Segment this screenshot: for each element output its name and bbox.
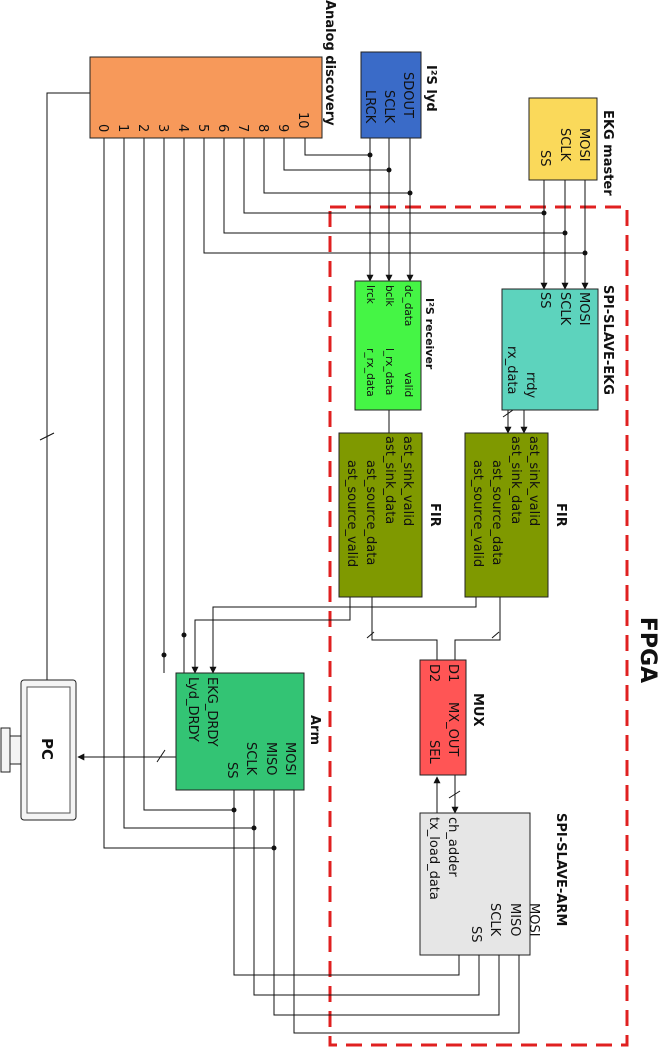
i2s-rx-bclk: bclk xyxy=(383,285,395,307)
arm-ss: SS xyxy=(224,762,239,779)
i2s-lyd-title: I²S lyd xyxy=(423,65,438,112)
ekg-master-title: EKG master xyxy=(600,110,615,196)
pin-1: 1 xyxy=(115,124,130,132)
ekg-master-block: EKG master MOSI SCLK SS xyxy=(528,97,615,196)
fir-top-block: FIR ast_sink_valid ast_sink_data ast_sou… xyxy=(464,432,568,598)
fir-bottom-block: FIR ast_sink_valid ast_sink_data ast_sou… xyxy=(338,432,442,598)
i2s-rx-l-rx-data: l_rx_data xyxy=(383,348,395,395)
pin-3: 3 xyxy=(155,124,170,132)
mux-block: MUX D1 D2 MX_OUT SEL xyxy=(419,659,485,776)
pin-6: 6 xyxy=(215,124,230,132)
pin-0: 0 xyxy=(95,124,110,132)
i2s-lyd-sclk: SCLK xyxy=(381,90,396,124)
i2s-rx-dc-data: dc_data xyxy=(402,285,414,326)
mux-title: MUX xyxy=(470,693,485,727)
fir-top-sink-data: ast_sink_data xyxy=(508,436,523,524)
mux-mx-out: MX_OUT xyxy=(445,702,460,756)
spi-arm-ss: SS xyxy=(468,926,483,943)
pin-8: 8 xyxy=(255,124,270,132)
pin-5: 5 xyxy=(195,124,210,132)
i2s-lyd-block: I²S lyd SDOUT SCLK LRCK xyxy=(360,51,438,139)
pin-7: 7 xyxy=(235,124,250,132)
spi-ekg-mosi: MOSI xyxy=(576,292,591,326)
arm-miso: MISO xyxy=(263,742,278,776)
pin-10: 10 xyxy=(295,112,310,129)
spi-ekg-rrdy: rrdy xyxy=(523,372,538,398)
spi-ekg-sclk: SCLK xyxy=(557,292,572,326)
pin-4: 4 xyxy=(175,124,190,132)
spi-slave-ekg-title: SPI-SLAVE-EKG xyxy=(600,285,615,395)
spi-slave-arm-title: SPI-SLAVE-ARM xyxy=(553,813,568,926)
mux-d1: D1 xyxy=(445,664,460,682)
i2s-rx-lrck: lrck xyxy=(364,285,376,305)
fir-bottom-source-data: ast_source_data xyxy=(363,460,378,565)
mux-d2: D2 xyxy=(426,664,441,682)
fir-top-title: FIR xyxy=(553,503,568,527)
fpga-label: FPGA xyxy=(635,617,660,683)
i2s-lyd-lrck: LRCK xyxy=(362,90,377,124)
analog-discovery-pins: 0 1 2 3 4 5 6 7 8 9 10 xyxy=(95,112,310,132)
i2s-receiver-title: I²S receiver xyxy=(423,298,436,370)
pin-2: 2 xyxy=(135,124,150,132)
arm-mosi: MOSI xyxy=(282,742,297,776)
fpga-boundary xyxy=(328,205,629,1047)
i2s-receiver-block: I²S receiver dc_data bclk lrck valid l_r… xyxy=(354,280,436,411)
i2s-lyd-sdout: SDOUT xyxy=(400,72,415,118)
fir-bottom-title: FIR xyxy=(427,503,442,527)
fir-top-sink-valid: ast_sink_valid xyxy=(526,436,541,526)
spi-ekg-rx-data: rx_data xyxy=(504,346,519,394)
fir-top-source-data: ast_source_data xyxy=(489,460,504,565)
arm-sclk: SCLK xyxy=(243,742,258,776)
arm-ekg-drdy: EKG_DRDY xyxy=(204,677,219,747)
analog-discovery-block: Analog discovery 0 1 2 3 4 5 6 7 8 9 10 xyxy=(89,0,337,139)
ekg-master-mosi: MOSI xyxy=(576,128,591,162)
spi-ekg-ss: SS xyxy=(537,292,552,309)
spi-slave-ekg-block: SPI-SLAVE-EKG MOSI SCLK SS rrdy rx_data xyxy=(501,285,615,411)
fir-bottom-sink-data: ast_sink_data xyxy=(382,436,397,524)
mux-sel: SEL xyxy=(426,740,441,764)
arm-lyd-drdy: Lyd_DRDY xyxy=(185,677,200,742)
analog-discovery-title: Analog discovery xyxy=(322,0,337,126)
pin-9: 9 xyxy=(275,124,290,132)
i2s-rx-valid: valid xyxy=(402,372,414,397)
fir-bottom-sink-valid: ast_sink_valid xyxy=(400,436,415,526)
fir-top-source-valid: ast_source_valid xyxy=(470,460,485,567)
spi-arm-mosi: MOSI xyxy=(526,903,541,937)
arm-title: Arm xyxy=(307,715,322,745)
spi-arm-sclk: SCLK xyxy=(487,903,502,937)
ekg-master-ss: SS xyxy=(537,150,552,167)
wiring xyxy=(39,92,589,1034)
ekg-master-sclk: SCLK xyxy=(557,128,572,162)
pc-label: PC xyxy=(38,738,56,760)
fir-bottom-source-valid: ast_source_valid xyxy=(344,460,359,567)
arm-block: Arm MOSI MISO SCLK SS EKG_DRDY Lyd_DRDY xyxy=(175,672,322,791)
pc-monitor-icon: PC xyxy=(0,679,77,821)
spi-arm-ch-adder: ch_adder xyxy=(445,817,460,877)
i2s-rx-r-rx-data: r_rx_data xyxy=(364,348,376,397)
spi-slave-arm-block: SPI-SLAVE-ARM MOSI MISO SCLK SS ch_adder… xyxy=(419,812,568,956)
spi-arm-miso: MISO xyxy=(507,903,522,937)
spi-arm-tx-load-data: tx_load_data xyxy=(426,817,441,900)
